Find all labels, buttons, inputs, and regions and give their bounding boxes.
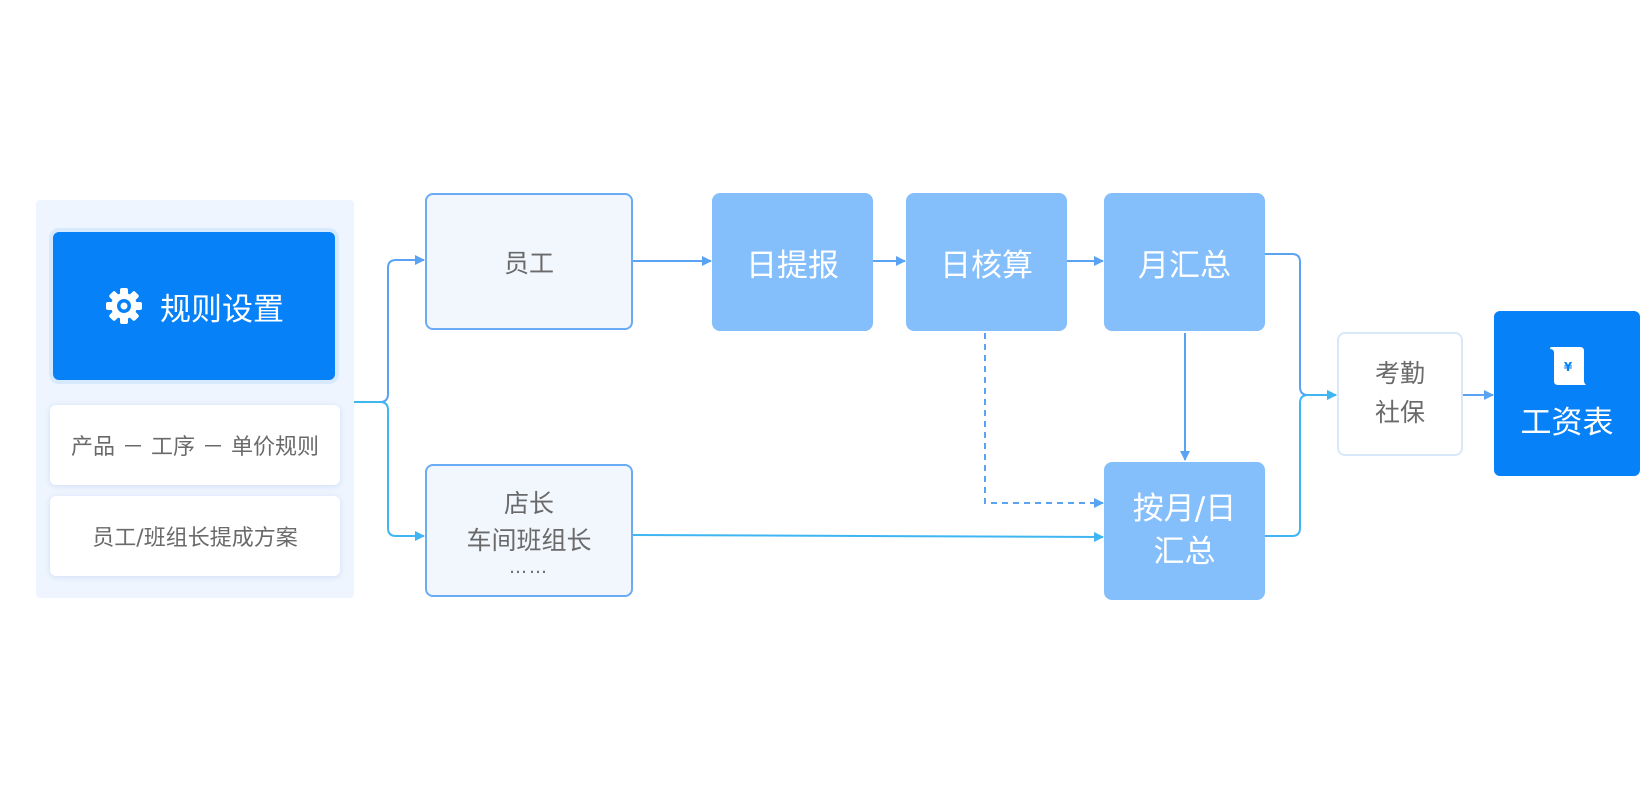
price-rule-label: 产品 － 工序 － 单价规则	[71, 435, 319, 460]
managers-node[interactable]: 店长 车间班组长 ……	[425, 464, 633, 597]
connector-managers-to-by-month-day	[632, 531, 1104, 542]
connector-monthly-summary-to-attendance	[1265, 253, 1337, 400]
connector-by-month-day-to-attendance	[1265, 390, 1337, 537]
payroll-label: 工资表	[1520, 405, 1614, 441]
managers-node-line1: 店长	[503, 488, 554, 518]
rule-settings-button[interactable]: 规则设置	[53, 232, 335, 380]
price-rule-card[interactable]: 产品 － 工序 － 单价规则	[50, 405, 340, 485]
employee-node-label: 员工	[503, 248, 554, 278]
by-month-day-line1: 按月/日	[1132, 490, 1237, 527]
monthly-summary-label: 月汇总	[1138, 247, 1231, 284]
managers-node-line2: 车间班组长	[466, 526, 592, 556]
connector-rules-to-managers	[354, 401, 425, 541]
monthly-summary-node[interactable]: 月汇总	[1104, 193, 1265, 331]
payroll-node[interactable]: ¥ 工资表	[1494, 311, 1640, 476]
attendance-insurance-node[interactable]: 考勤 社保	[1337, 332, 1463, 456]
by-month-day-line2: 汇总	[1153, 534, 1216, 570]
managers-node-ellipsis: ……	[509, 556, 549, 578]
employee-node[interactable]: 员工	[425, 193, 633, 330]
connector-rules-to-employee	[354, 255, 425, 403]
payroll-document-icon: ¥	[1550, 347, 1586, 385]
by-month-day-summary-node[interactable]: 按月/日 汇总	[1104, 462, 1265, 600]
rule-settings-label: 规则设置	[160, 291, 284, 328]
attendance-line1: 考勤	[1374, 359, 1425, 389]
daily-report-node[interactable]: 日提报	[712, 193, 873, 331]
payroll-yen-symbol: ¥	[1564, 360, 1573, 374]
gear-icon	[106, 288, 142, 324]
daily-report-label: 日提报	[746, 247, 839, 284]
daily-check-node[interactable]: 日核算	[906, 193, 1067, 331]
commission-plan-card[interactable]: 员工/班组长提成方案	[50, 496, 340, 576]
commission-plan-label: 员工/班组长提成方案	[92, 526, 298, 551]
attendance-line2: 社保	[1374, 398, 1425, 427]
daily-check-label: 日核算	[940, 247, 1033, 284]
